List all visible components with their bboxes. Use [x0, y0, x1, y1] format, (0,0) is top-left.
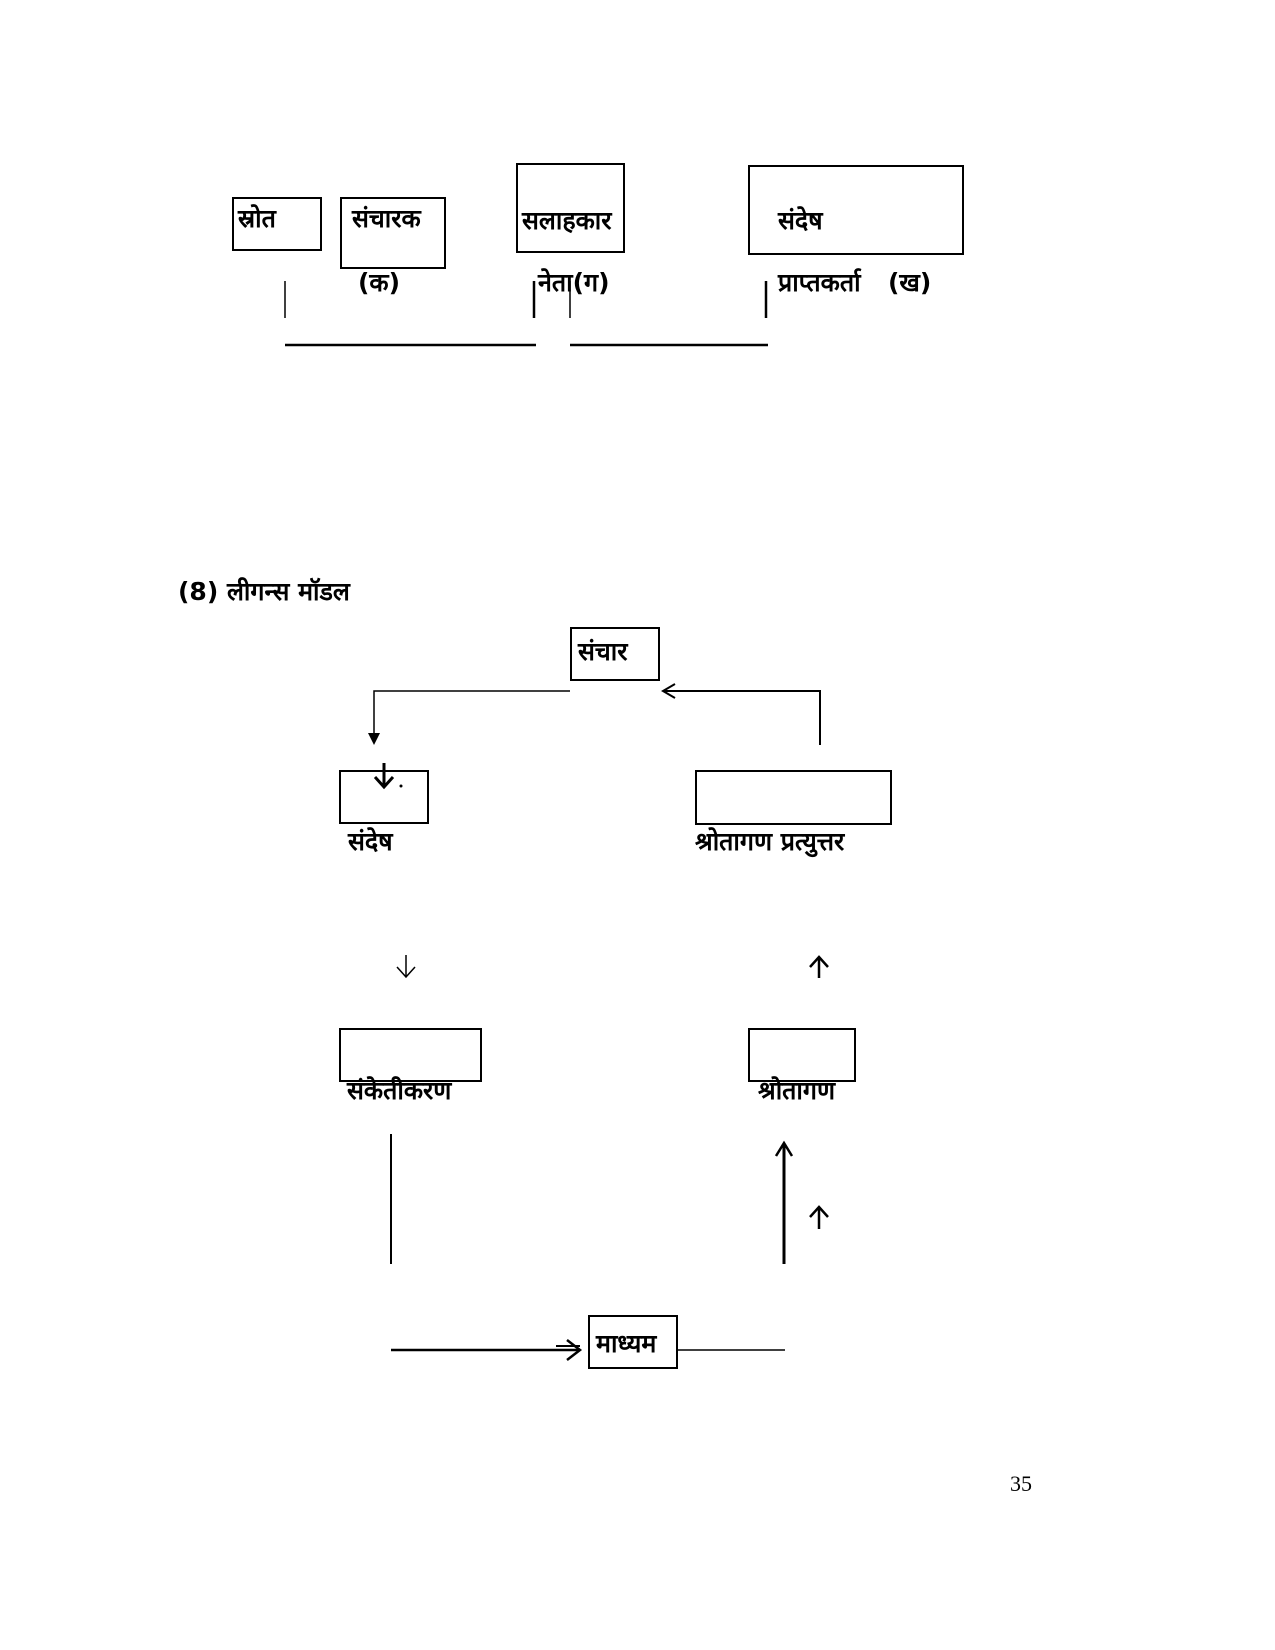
page-number: 35 [1010, 1471, 1032, 1496]
communicator-tag: (क) [358, 268, 401, 297]
message-box-arrow-head [373, 775, 395, 790]
receiver-tag: प्राप्तकर्ता [778, 268, 861, 297]
source-label: स्रोत [238, 204, 276, 233]
encoding-box [339, 1028, 482, 1082]
small-up-arrow-head [809, 1205, 829, 1218]
medium-box [588, 1315, 678, 1369]
audience-box [748, 1028, 856, 1082]
communicator-box [340, 197, 446, 269]
communication-box [570, 627, 660, 681]
response-to-comm-arrowhead [661, 683, 676, 699]
audience-to-response-arrow-head [809, 955, 829, 968]
leader-tag: नेता(ग) [538, 268, 610, 297]
encoding-label: संकेतीकरण [347, 1076, 452, 1105]
response-to-comm-line [664, 690, 821, 745]
advisor-label: सलाहकार [522, 206, 612, 235]
communicator-label: संचारक [352, 204, 421, 233]
message-label: संदेष [348, 827, 393, 856]
medium-label: माध्यम [596, 1329, 657, 1358]
section-heading: (8) लीगन्स मॉडल [178, 577, 350, 606]
message-to-encoding-arrow-head [396, 966, 416, 979]
audience-response-box [695, 770, 892, 825]
comm-to-message-line [373, 690, 570, 735]
audience-label: श्रोतागण [758, 1076, 836, 1105]
message-box-dot [399, 784, 403, 788]
message-box-top [748, 165, 964, 255]
medium-to-audience-arrowhead [774, 1140, 794, 1157]
message-label-top: संदेष [778, 206, 823, 235]
encoding-to-medium-arrowhead [566, 1339, 583, 1361]
audience-response-label: श्रोतागण प्रत्युत्तर [695, 827, 845, 856]
receiver-letter: (ख) [888, 268, 932, 297]
communication-label: संचार [578, 637, 628, 666]
advisor-box [516, 163, 625, 253]
source-box [232, 197, 322, 251]
comm-to-message-arrowhead [368, 733, 380, 745]
